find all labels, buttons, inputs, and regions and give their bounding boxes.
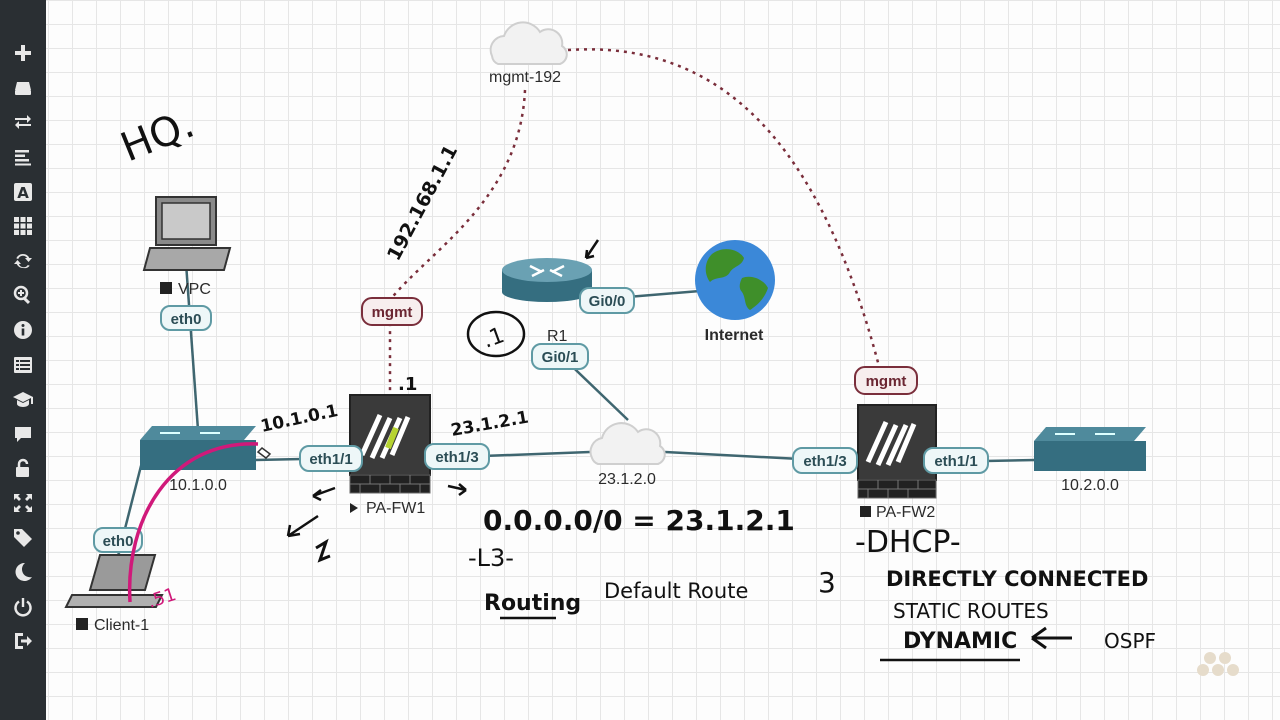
note-fw1-inside-ip: 10.1.0.1 [259,401,340,437]
switch-icon [140,426,256,440]
cloud-icon [491,22,567,64]
tag-fw2-eth1-1[interactable]: eth1/1 [934,453,977,470]
vpc-label: VPC [178,281,211,298]
mgmt-cloud-node[interactable]: mgmt-192 [489,22,567,86]
note-static-routes: STATIC ROUTES [893,599,1049,623]
arrow-to-r1 [586,240,598,258]
note-dynamic: DYNAMIC [903,629,1017,654]
note-hq: HQ. [115,101,201,171]
r1-label: R1 [547,328,568,345]
tag-r1-gi0-1[interactable]: Gi0/1 [542,349,579,366]
arrow-right [448,484,466,495]
switch2-node[interactable]: 10.2.0.0 [1034,427,1146,494]
tag-fw2-eth1-3[interactable]: eth1/3 [803,453,846,470]
note-fw1-outside-ip: 23.1.2.1 [449,408,530,441]
status-square-icon [860,506,871,517]
vpc-node[interactable]: VPC [144,197,230,298]
tag-fw1-eth1-1[interactable]: eth1/1 [309,451,352,468]
fw1-label: PA-FW1 [366,500,425,517]
tag-vpc-eth0[interactable]: eth0 [171,311,202,328]
transit-cloud-node[interactable]: 23.1.2.0 [591,423,665,488]
annotations: HQ. 192.168.1.1 10.1.0.1 23.1.2.1 .1 .1 … [115,101,1239,676]
note-three: 3 [818,566,836,599]
switch-icon [1034,427,1146,441]
arrow-down-left [288,516,318,536]
note-ospf: OSPF [1104,629,1156,653]
note-mgmt-ip: 192.168.1.1 [383,142,462,265]
r1-node[interactable]: R1 [502,258,592,345]
monitor-screen [162,203,210,239]
link-mgmt-fw2 [568,49,880,370]
client-label: Client-1 [94,617,149,634]
status-square-icon [160,282,172,294]
note-default-route: Default Route [604,579,748,603]
note-default-route-eq: 0.0.0.0/0 = 23.1.2.1 [483,504,795,537]
play-icon [350,503,358,513]
watermark-logo [1197,652,1239,676]
switch-body [1034,441,1146,471]
tag-fw2-mgmt[interactable]: mgmt [866,373,907,390]
note-r1-host: .1 [480,323,508,354]
laptop-icon [90,555,155,590]
note-l3: -L3- [468,544,514,572]
scribble-mark [316,542,330,560]
switch1-node[interactable]: 10.1.0.0 [140,426,256,494]
keyboard-icon [144,248,230,270]
note-client-host: .51 [145,584,179,613]
tag-r1-gi0-0[interactable]: Gi0/0 [589,293,626,310]
pencil-cursor-icon [258,448,270,458]
tag-client-eth0[interactable]: eth0 [103,533,134,550]
switch2-label: 10.2.0.0 [1061,477,1119,494]
internet-label: Internet [705,327,764,344]
internet-node[interactable]: Internet [695,240,775,344]
note-dhcp: -DHCP- [855,525,961,560]
arrow-left [313,488,335,500]
transit-cloud-label: 23.1.2.0 [598,471,656,488]
tag-fw1-eth1-3[interactable]: eth1/3 [435,449,478,466]
note-routing: Routing [484,591,581,616]
status-square-icon [76,618,88,630]
note-directly-connected: DIRECTLY CONNECTED [886,567,1148,591]
cloud-icon [591,423,665,464]
fw2-label: PA-FW2 [876,504,935,521]
mgmt-cloud-label: mgmt-192 [489,69,561,86]
note-fw1-host: .1 [398,374,417,395]
arrow-to-dynamic [1032,628,1072,648]
tag-fw1-mgmt[interactable]: mgmt [372,304,413,321]
switch1-label: 10.1.0.0 [169,477,227,494]
